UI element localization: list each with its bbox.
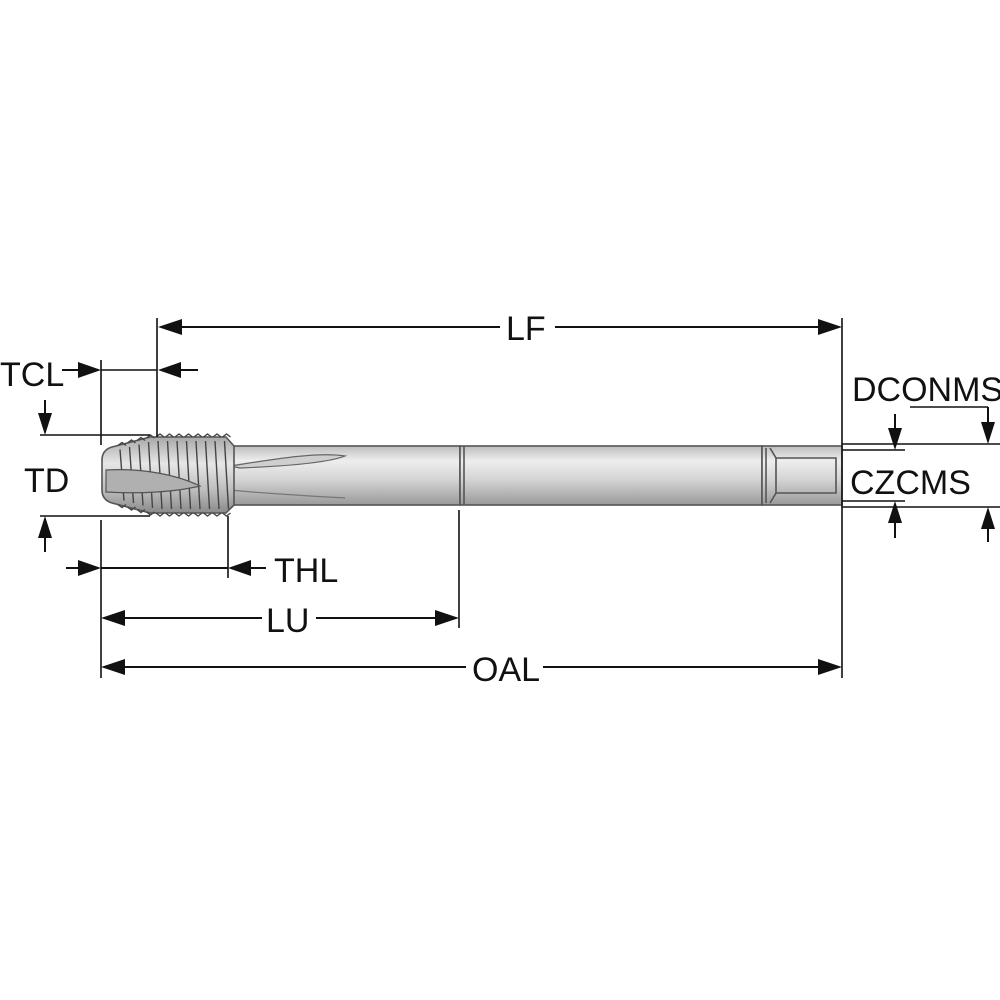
td-label: TD xyxy=(24,462,69,500)
thl-arrow-right xyxy=(228,560,251,576)
flute-curve xyxy=(229,454,348,469)
czcms-label: CZCMS xyxy=(850,464,971,502)
lu-arrow-left xyxy=(101,610,125,626)
czcms-arrow-bottom xyxy=(888,501,902,523)
thread-tooth xyxy=(184,433,193,517)
thread-tooth xyxy=(222,433,231,517)
thl-arrow-left xyxy=(78,560,101,576)
tcl-arrow-left xyxy=(78,362,101,378)
tap-shank xyxy=(459,445,763,506)
thread-flute xyxy=(105,469,202,494)
thread-tooth xyxy=(174,433,184,517)
lu-label: LU xyxy=(266,602,309,640)
lf-arrow-right xyxy=(818,319,842,335)
dconms-arrow-top xyxy=(981,422,995,444)
tap-neck xyxy=(227,445,461,506)
tcl-label: TCL xyxy=(0,356,64,394)
lf-arrow-left xyxy=(158,319,182,335)
td-arrow-bottom xyxy=(38,516,52,538)
dimension-lines: LF TCL TD THL LU xyxy=(0,310,1000,689)
oal-arrow-left xyxy=(101,659,125,675)
dconms-arrow-bottom xyxy=(981,507,995,529)
thl-label: THL xyxy=(274,552,338,590)
lf-label: LF xyxy=(506,310,546,348)
tcl-arrow-right xyxy=(158,362,181,378)
tap-body xyxy=(101,433,843,517)
thread-tooth xyxy=(193,433,203,517)
czcms-arrow-top xyxy=(888,428,902,450)
thread-tooth xyxy=(212,433,222,517)
td-arrow-top xyxy=(38,413,52,435)
oal-label: OAL xyxy=(472,651,540,689)
oal-arrow-right xyxy=(818,659,842,675)
lu-arrow-right xyxy=(435,610,459,626)
dconms-label: DCONMS xyxy=(852,371,1000,409)
thread-tooth xyxy=(203,433,212,517)
